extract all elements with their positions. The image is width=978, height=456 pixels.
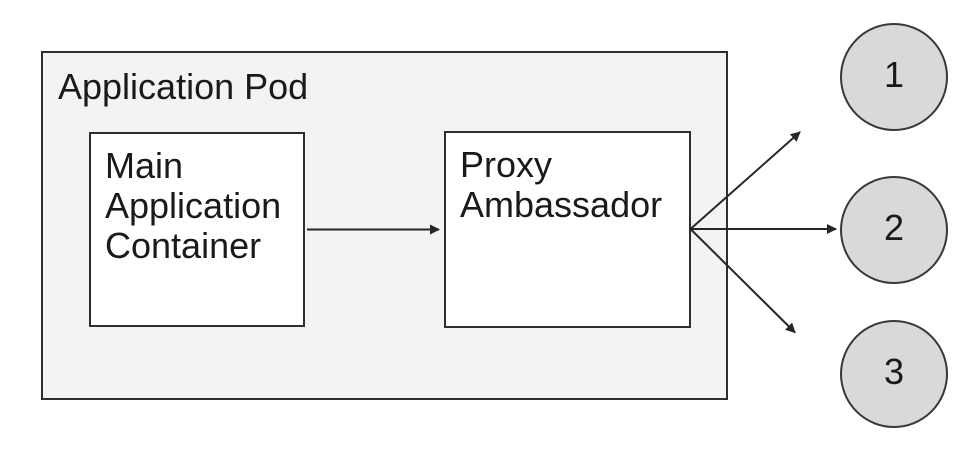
node-endpoint-1: 1 xyxy=(840,23,948,131)
node-endpoint-2: 2 xyxy=(840,176,948,284)
endpoint-2-label: 2 xyxy=(883,207,905,248)
main-application-container-label: Main Application Container xyxy=(105,145,282,266)
endpoint-1-label: 1 xyxy=(883,54,905,95)
endpoint-3-label: 3 xyxy=(883,351,905,392)
proxy-ambassador-label: Proxy Ambassador xyxy=(460,144,663,225)
node-main-application-container: Main Application Container xyxy=(89,132,305,327)
node-proxy-ambassador: Proxy Ambassador xyxy=(444,131,691,328)
application-pod-label: Application Pod xyxy=(58,66,309,107)
node-endpoint-3: 3 xyxy=(840,320,948,428)
